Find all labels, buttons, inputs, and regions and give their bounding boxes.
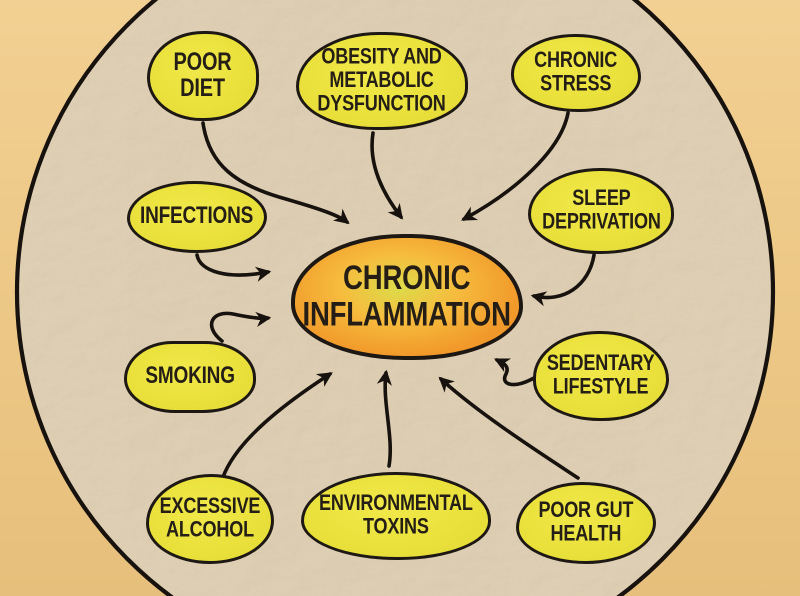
node-obesity-metabolic-dysfunction: OBESITY AND METABOLIC DYSFUNCTION <box>296 32 468 130</box>
arrow-excessive-alcohol <box>221 372 333 479</box>
arrow-poor-diet <box>201 121 350 225</box>
node-excessive-alcohol-label: EXCESSIVE ALCOHOL <box>159 494 261 543</box>
node-environmental-toxins-label: ENVIRONMENTAL TOXINS <box>319 491 473 540</box>
node-smoking: SMOKING <box>124 341 256 413</box>
arrow-chronic-stress <box>461 111 570 221</box>
node-poor-diet: POOR DIET <box>147 31 259 121</box>
arrow-poor-gut-health <box>438 376 580 480</box>
node-infections: INFECTIONS <box>127 181 267 253</box>
node-chronic-stress: CHRONIC STRESS <box>511 34 641 112</box>
arrow-sedentary-lifestyle <box>494 358 536 387</box>
node-excessive-alcohol: EXCESSIVE ALCOHOL <box>146 474 274 564</box>
node-sedentary-lifestyle-label: SEDENTARY LIFESTYLE <box>547 351 655 400</box>
outer-circle-outline <box>15 0 775 596</box>
node-smoking-label: SMOKING <box>145 363 235 390</box>
node-sleep-deprivation-label: SLEEP DEPRIVATION <box>541 186 661 235</box>
connector-arrows <box>195 111 596 480</box>
node-obesity-label: OBESITY AND METABOLIC DYSFUNCTION <box>317 44 447 117</box>
node-poor-diet-label: POOR DIET <box>173 48 232 102</box>
node-poor-gut-health-label: POOR GUT HEALTH <box>538 498 634 547</box>
node-sleep-deprivation: SLEEP DEPRIVATION <box>528 168 674 254</box>
node-sedentary-lifestyle: SEDENTARY LIFESTYLE <box>533 331 669 421</box>
node-chronic-inflammation-label: CHRONIC INFLAMMATION <box>302 259 512 334</box>
arrow-sleep-deprivation <box>530 253 596 307</box>
node-chronic-inflammation: CHRONIC INFLAMMATION <box>291 234 523 360</box>
node-chronic-stress-label: CHRONIC STRESS <box>534 48 618 97</box>
node-infections-label: INFECTIONS <box>140 203 254 230</box>
arrow-smoking <box>209 311 272 343</box>
arrow-obesity <box>370 131 404 220</box>
arrow-infections <box>195 253 272 282</box>
node-environmental-toxins: ENVIRONMENTAL TOXINS <box>301 472 491 560</box>
arrow-environmental-toxins <box>376 369 393 468</box>
node-poor-gut-health: POOR GUT HEALTH <box>516 482 656 564</box>
